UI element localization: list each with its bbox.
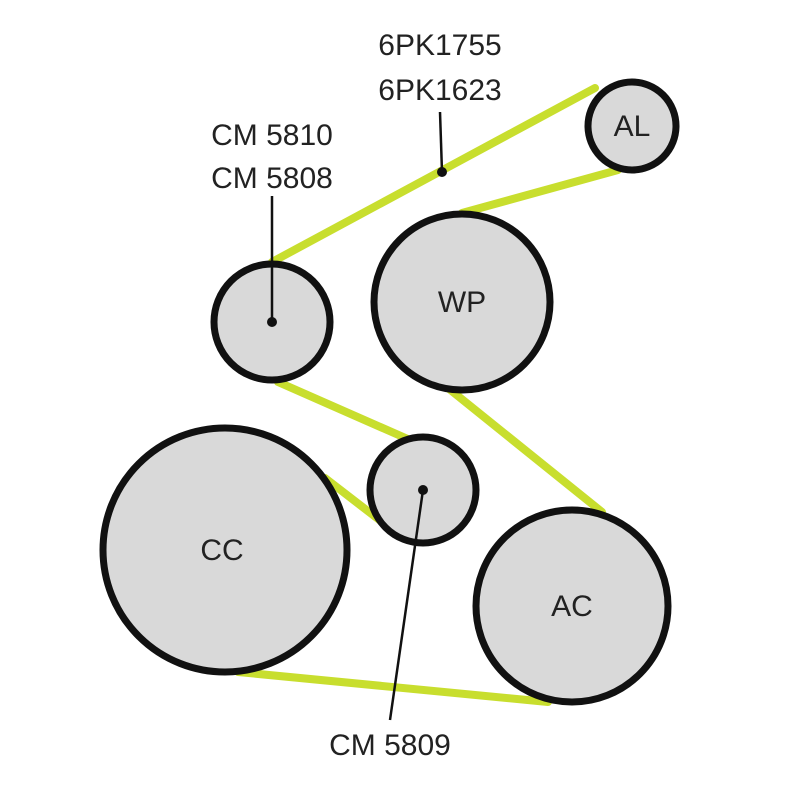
- pulley-al: AL: [584, 78, 680, 174]
- pulley-label-cc: CC: [200, 534, 243, 567]
- belt-code-1: 6PK1755: [378, 29, 501, 62]
- pulley-ac: AC: [472, 506, 672, 706]
- leader-idler: [388, 489, 425, 721]
- pulley-label-al: AL: [614, 110, 651, 143]
- leader-belt: [438, 111, 444, 173]
- leader-dot-idler: [418, 485, 428, 495]
- idler-code: CM 5809: [329, 729, 451, 762]
- pulley-label-ac: AC: [551, 590, 593, 623]
- belt-segment-cc-ac: [234, 668, 552, 706]
- belt-code-2: 6PK1623: [378, 74, 501, 107]
- pulley-cc: CC: [99, 424, 351, 676]
- belt-segment-wp-ac: [444, 384, 606, 516]
- pulley-wp: WP: [370, 210, 554, 394]
- leader-dot-tensioner: [267, 317, 277, 327]
- tensioner-code-2: CM 5808: [211, 162, 333, 195]
- tensioner-code-1: CM 5810: [211, 119, 333, 152]
- leader-dot-belt: [437, 167, 447, 177]
- belt: [234, 84, 622, 706]
- belt-segment-al-tensioner: [268, 84, 599, 266]
- pulley-label-wp: WP: [438, 286, 486, 319]
- belt-segment-al-wp: [458, 166, 622, 217]
- belt-segment-tensioner-idler: [274, 378, 414, 444]
